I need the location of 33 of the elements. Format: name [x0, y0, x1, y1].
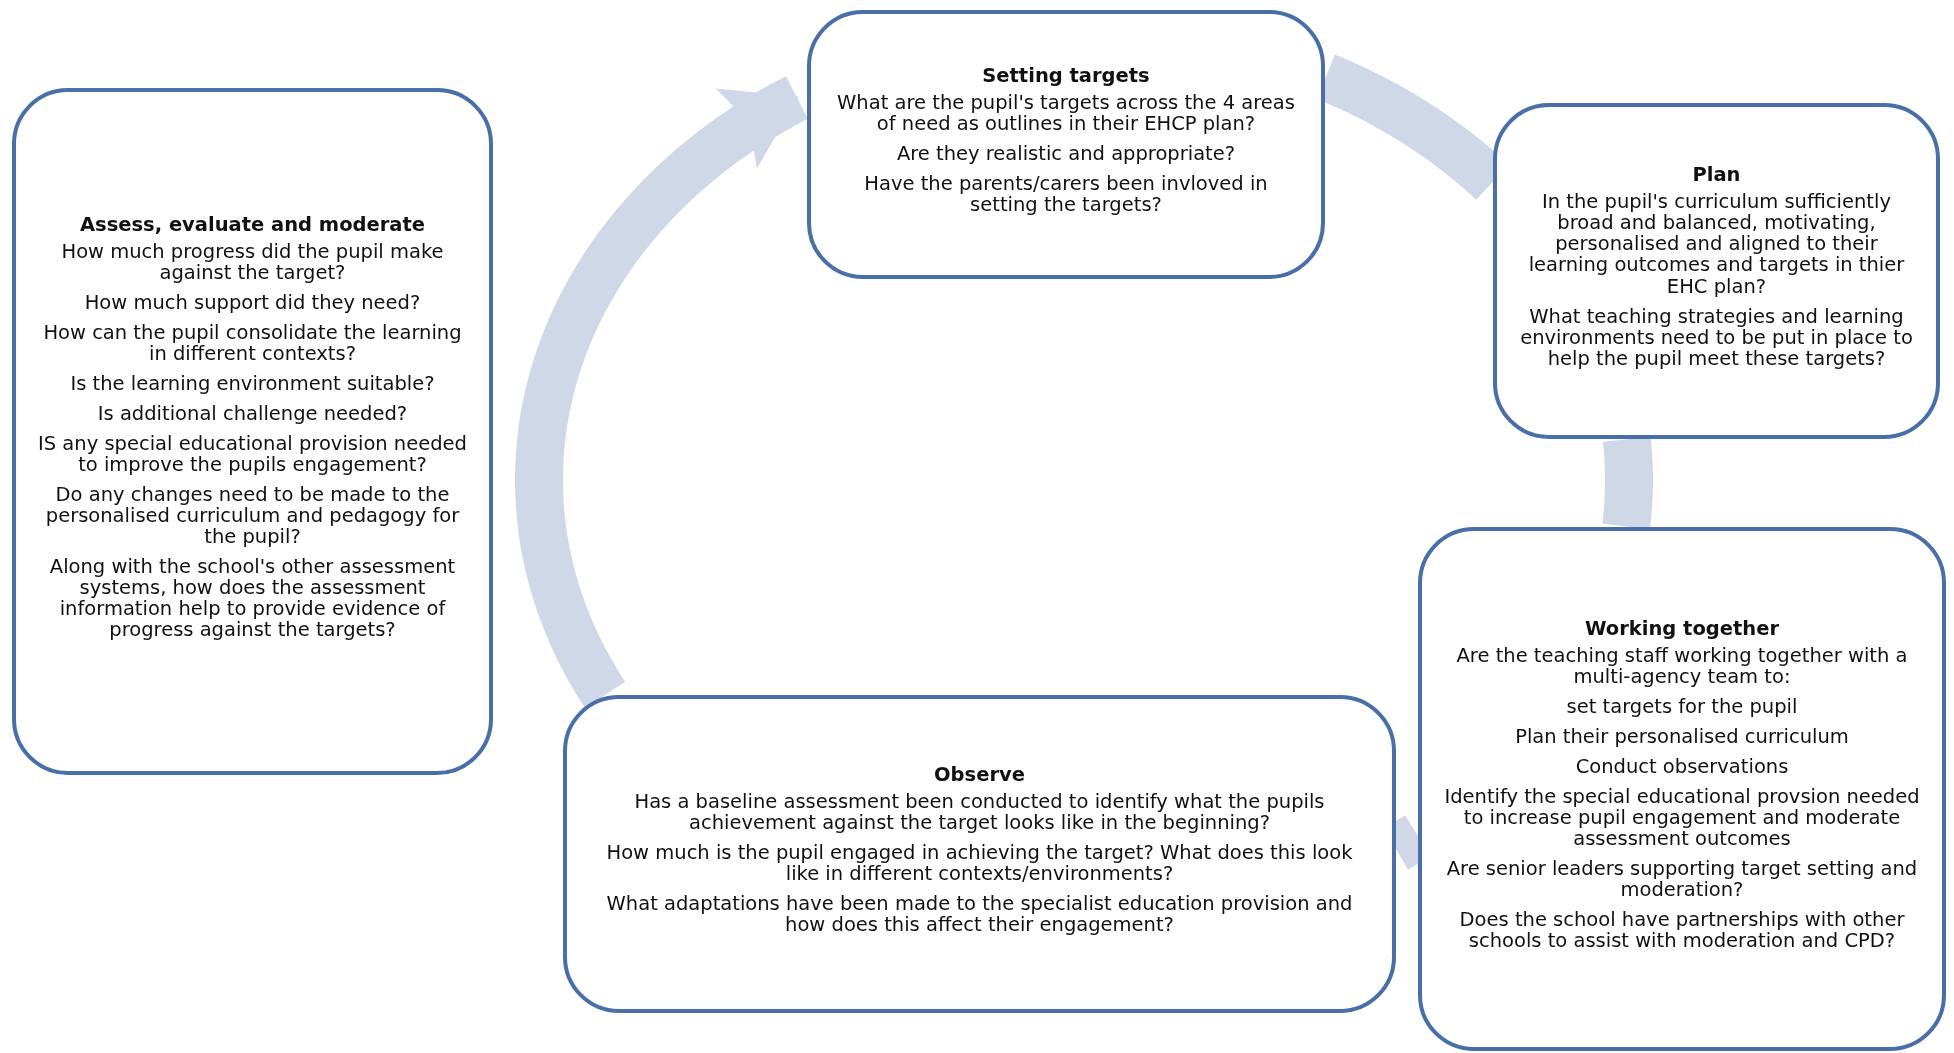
box-heading: Assess, evaluate and moderate — [79, 213, 426, 235]
question-text: Do any changes need to be made to the personalised curriculum and pedagogy for the pupil? — [44, 484, 461, 548]
question-text: Conduct observations — [1575, 755, 1789, 777]
question-text: Have the parents/carers been invloved in setting the targets? — [863, 173, 1269, 216]
box-heading: Observe — [934, 763, 1025, 785]
rounded-box — [563, 695, 1396, 1013]
question-text: IS any special educational provision needed to improve the pupils engagement? — [38, 432, 467, 476]
question-text: set targets for the pupil — [1566, 695, 1798, 717]
rounded-box — [1418, 527, 1946, 1051]
question-text: Is additional challenge needed? — [97, 402, 408, 424]
rounded-box — [12, 88, 493, 775]
box-heading: Plan — [1692, 164, 1741, 186]
question-text: Are they realistic and appropriate? — [896, 143, 1236, 165]
question-text: How much support did they need? — [84, 291, 421, 313]
question-text: How much progress did the pupil make against the target? — [60, 240, 445, 283]
question-text: Has a baseline assessment been conducted to identify what the pupils achievement against the target looks like in the beginning? — [633, 790, 1326, 833]
question-text: What are the pupil's targets across the 4 areas of need as outlines in their EHCP plan? — [836, 91, 1296, 134]
rounded-box — [807, 10, 1325, 279]
question-text: How much is the pupil engaged in achieving the target? What does this look like in different contexts/environments? — [605, 841, 1354, 885]
question-text: What adaptations have been made to the specialist education provision and how does this affect their engagement? — [605, 893, 1354, 936]
box-heading: Setting targets — [982, 64, 1150, 86]
box-heading: Working together — [1584, 617, 1780, 639]
question-text: Along with the school's other assessment systems, how does the assessment information help to provide evidence of progress against the targets? — [48, 556, 457, 641]
question-text: In the pupil's curriculum sufficiently broad and balanced, motivating, personalised and aligned to their learning outcomes and targets in thier EHC plan? — [1527, 191, 1906, 297]
question-text: What teaching strategies and learning environments need to be put in place to help the pupil meet these targets? — [1519, 305, 1914, 369]
question-text: Identify the special educational provsion needed to increase pupil engagement and moderate assessment outcomes — [1444, 785, 1920, 850]
question-text: Plan their personalised curriculum — [1515, 725, 1849, 747]
question-text: Does the school have partnerships with other schools to assist with moderation and CPD? — [1458, 909, 1906, 952]
question-text: Are senior leaders supporting target setting and moderation? — [1445, 858, 1919, 901]
question-text: Is the learning environment suitable? — [70, 372, 435, 394]
rounded-box — [1493, 103, 1940, 439]
question-text: Are the teaching staff working together with a multi-agency team to: — [1455, 644, 1909, 687]
question-text: How can the pupil consolidate the learning in different contexts? — [42, 321, 463, 364]
